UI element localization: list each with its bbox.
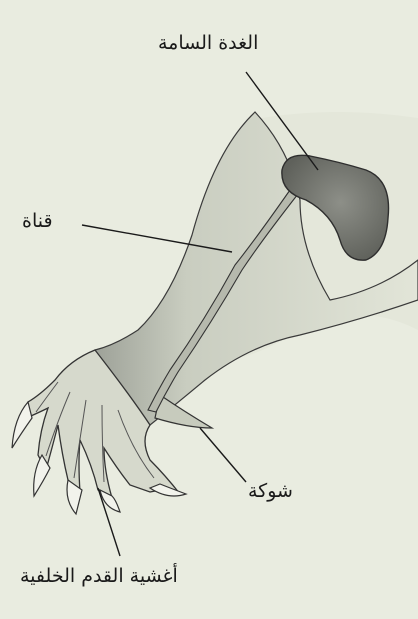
claw bbox=[12, 402, 32, 448]
label-hind-foot-webbing: أغشية القدم الخلفية bbox=[20, 565, 178, 587]
label-duct: قناة bbox=[22, 210, 53, 232]
label-spur: شوكة bbox=[248, 480, 293, 502]
label-venom-gland: الغدة السامة bbox=[158, 32, 258, 54]
spur-shape bbox=[155, 395, 212, 428]
leader-line-spur bbox=[200, 428, 246, 482]
